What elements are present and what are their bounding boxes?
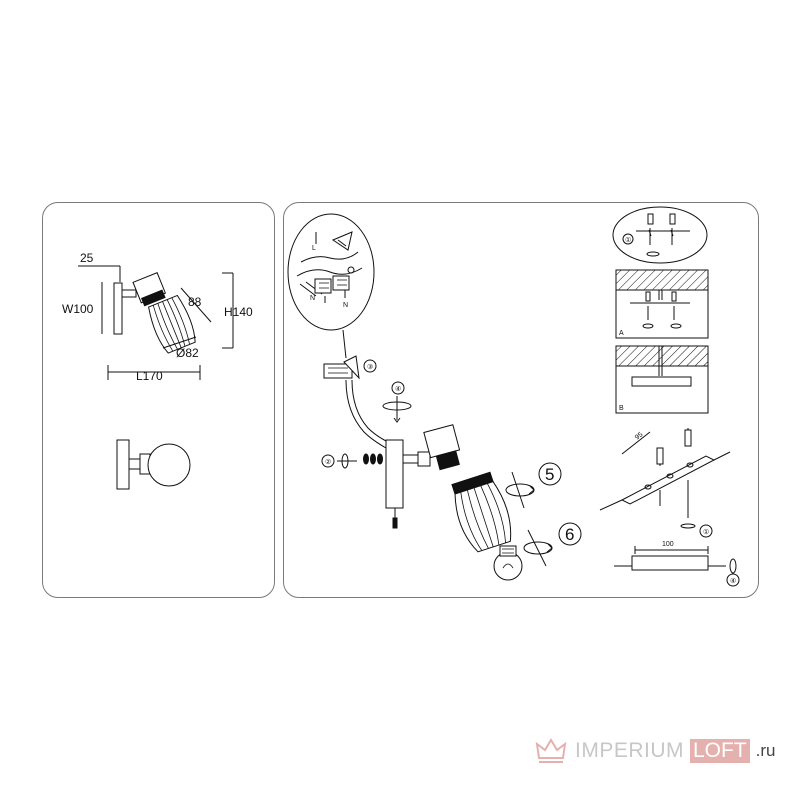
lamp-holder	[423, 424, 461, 471]
step-5-marker	[538, 462, 562, 486]
step-3-label: ③	[367, 363, 373, 371]
bracket-side-view: 100 ④	[614, 541, 740, 587]
watermark-brand: IMPERIUM	[575, 739, 684, 762]
dim-height: H140	[224, 305, 253, 319]
wall-plate	[385, 439, 431, 529]
front-view	[116, 439, 191, 490]
dim-diameter: Ø82	[176, 346, 199, 360]
step-5-label: 5	[545, 465, 554, 484]
mounting-bracket: 95 ①	[599, 428, 731, 538]
step-4-marker	[391, 381, 405, 395]
wire-label-n-1: N	[310, 295, 315, 302]
wire-label-n-2: N	[343, 302, 348, 309]
step-1-marker	[622, 233, 634, 245]
step-4-label: ④	[395, 385, 401, 393]
step-2-marker	[321, 454, 335, 468]
dim-shade-length: 88	[188, 295, 202, 309]
step-4-label-2: ④	[730, 577, 736, 585]
shade	[451, 471, 512, 553]
wiring-detail: L N N	[287, 213, 375, 359]
step-2-label: ②	[325, 458, 331, 466]
option-a-label: A	[619, 330, 624, 337]
step-2-screws: ②	[321, 453, 383, 469]
option-a-box: A	[615, 269, 709, 339]
bracket-dim-100: 100	[662, 541, 674, 548]
step-3-marker	[363, 359, 377, 373]
ceiling-mount-detail: ①	[612, 206, 708, 264]
bulb	[493, 545, 523, 581]
step-6-rotation: 6	[523, 522, 582, 567]
wire-label-l: L	[312, 245, 316, 252]
dimensions-panel	[42, 202, 275, 598]
step-1-label: ①	[625, 236, 631, 244]
watermark-tld: .ru	[755, 741, 776, 760]
dimension-view: 25 W100 88 H140 Ø82 L170	[62, 251, 253, 383]
step-1-label-2: ①	[703, 528, 709, 536]
crown-logo-icon	[535, 738, 567, 763]
step-6-label: 6	[565, 525, 574, 544]
step-4-marker-2	[726, 573, 740, 587]
watermark-highlight: LOFT	[690, 739, 750, 763]
option-b-label: B	[619, 405, 624, 412]
option-b-box: B	[615, 345, 709, 414]
terminal-block: ③	[323, 355, 389, 449]
dim-depth: 25	[80, 251, 94, 265]
dim-length: L170	[136, 369, 163, 383]
step-1-marker-2	[699, 524, 713, 538]
step-6-marker	[558, 522, 582, 546]
site-watermark: IMPERIUM LOFT .ru	[533, 736, 776, 766]
bracket-dim-95: 95	[634, 431, 645, 441]
step-5-rotation: 5	[505, 462, 562, 509]
step-4-rotation: ④	[382, 381, 412, 423]
dim-width: W100	[62, 302, 94, 316]
